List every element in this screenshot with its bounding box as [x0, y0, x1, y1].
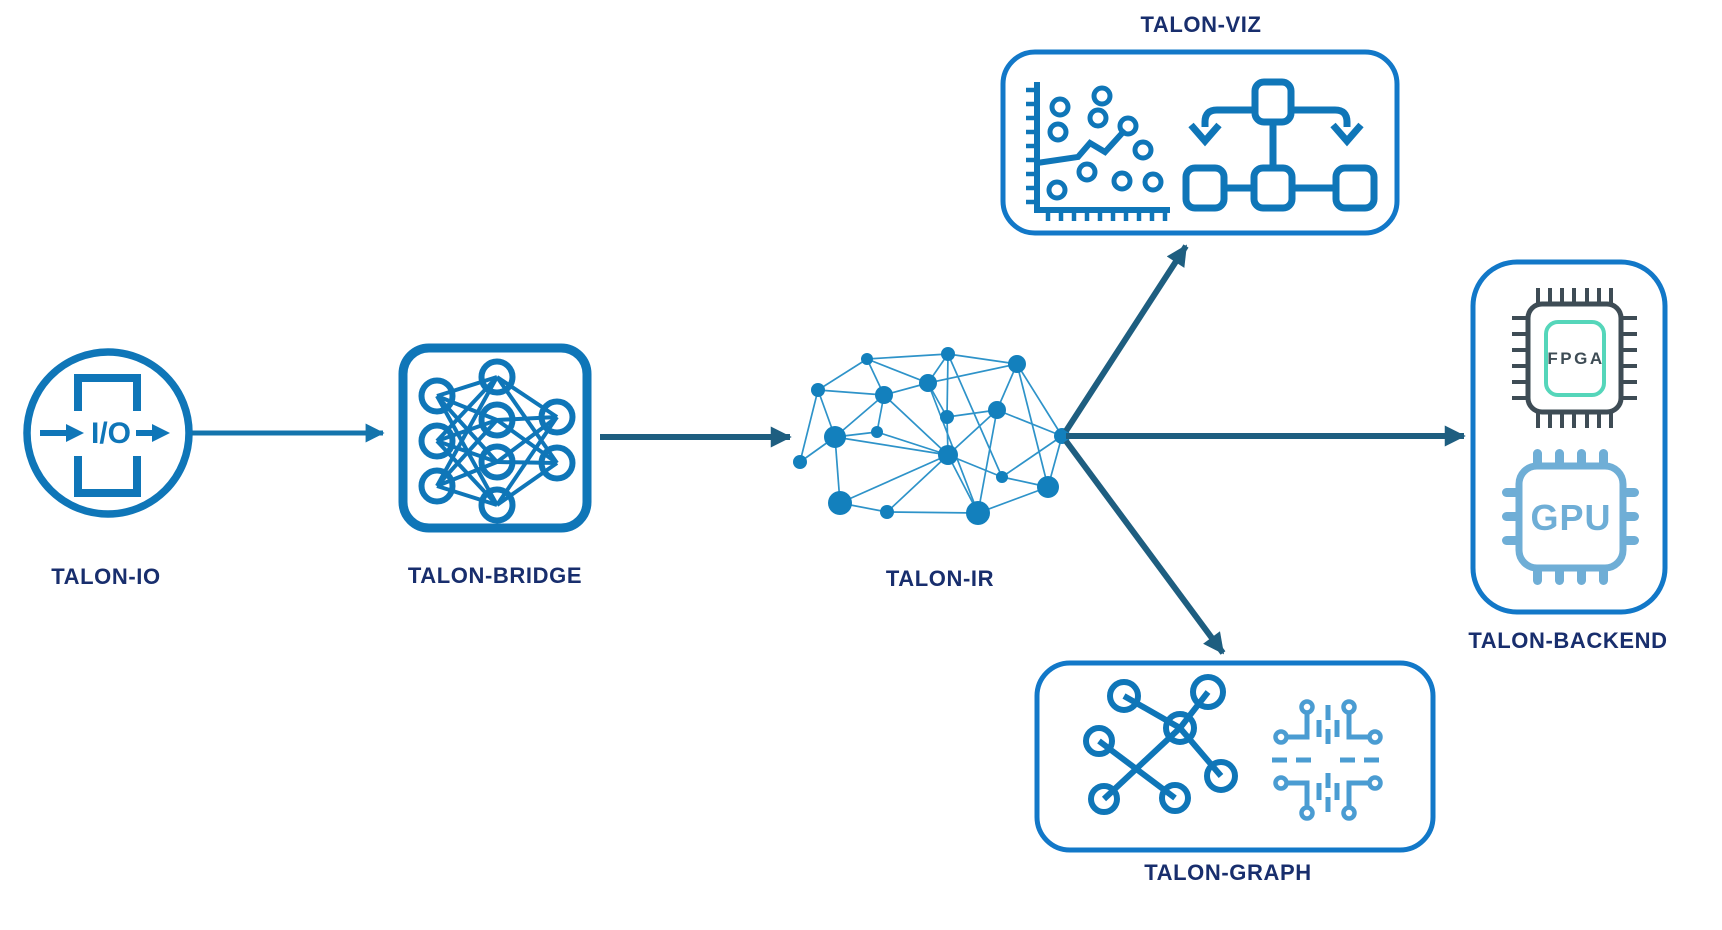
- io-icon-text: I/O: [91, 417, 131, 450]
- io-out-arrow-icon: [136, 424, 170, 442]
- fpga-chip-icon: FPGA: [1512, 288, 1637, 428]
- talon-viz-label: TALON-VIZ: [1140, 12, 1261, 37]
- talon-graph-label: TALON-GRAPH: [1144, 860, 1312, 885]
- talon-backend-box: [1470, 259, 1668, 615]
- circuit-icon: [1272, 699, 1384, 821]
- talon-bridge-box: [398, 343, 592, 533]
- flowchart-icon: [1182, 78, 1378, 212]
- talon-io-node: I/O TALON-IO: [23, 348, 193, 589]
- fpga-inner-frame: [1544, 320, 1606, 397]
- flow-arrow-ir-viz: [1063, 244, 1189, 433]
- molecule-graph-icon: [1083, 674, 1238, 815]
- talon-graph-box: [1034, 660, 1436, 853]
- io-bracket-icon: [74, 374, 141, 497]
- fpga-chip-text: FPGA: [1547, 349, 1604, 368]
- network-graph-icon: [793, 347, 1070, 525]
- talon-graph-node: TALON-GRAPH: [1034, 660, 1436, 885]
- neural-network-icon: [418, 358, 576, 524]
- flow-arrow-ir-graph: [1063, 439, 1226, 655]
- talon-backend-node: FPGA GPU TALON-BACKEND: [1468, 259, 1668, 653]
- talon-backend-label: TALON-BACKEND: [1468, 628, 1667, 653]
- gpu-chip-text: GPU: [1530, 497, 1611, 538]
- flowchart-left-arrow-icon: [1201, 106, 1255, 127]
- gpu-chip-icon: GPU: [1502, 449, 1639, 585]
- talon-io-label: TALON-IO: [51, 564, 160, 589]
- io-circle-icon: [23, 348, 193, 518]
- scatter-plot-icon: [1026, 82, 1170, 221]
- talon-ir-label: TALON-IR: [886, 566, 994, 591]
- talon-ir-node: TALON-IR: [793, 347, 1070, 591]
- talon-bridge-node: TALON-BRIDGE: [398, 343, 592, 588]
- io-in-arrow-icon: [40, 424, 84, 442]
- talon-bridge-label: TALON-BRIDGE: [408, 563, 582, 588]
- talon-viz-node: TALON-VIZ: [1000, 12, 1400, 236]
- flowchart-right-arrow-icon: [1291, 106, 1351, 127]
